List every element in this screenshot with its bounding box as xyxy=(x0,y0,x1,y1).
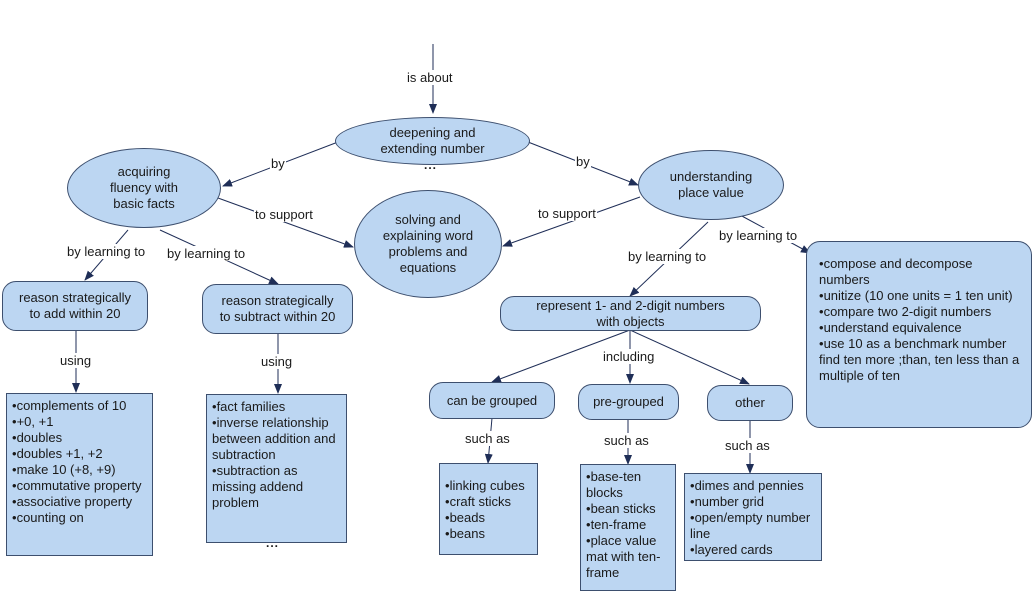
link-label-such-as-2: such as xyxy=(603,433,650,448)
list-item: inverse relationship between addition an… xyxy=(212,415,342,463)
node-acquiring-fluency[interactable]: acquiring fluency with basic facts xyxy=(67,148,221,228)
list-item: craft sticks xyxy=(445,494,533,510)
bullet-list: base-ten blocks bean sticks ten-frame pl… xyxy=(586,469,671,581)
node-grouped-items-list[interactable]: linking cubes craft sticks beads beans xyxy=(439,463,538,555)
link-label-such-as-1: such as xyxy=(464,431,511,446)
expand-more-indicator[interactable]: ... xyxy=(266,536,280,550)
node-text: deepening and extending number xyxy=(380,125,485,156)
list-item: complements of 10 xyxy=(12,398,148,414)
link-label-to-support-right: to support xyxy=(537,206,597,221)
node-text: reason strategically to add within 20 xyxy=(19,290,131,321)
trailing-text: find ten more ;than, ten less than a mul… xyxy=(819,352,1020,383)
list-item: make 10 (+8, +9) xyxy=(12,462,148,478)
list-item: bean sticks xyxy=(586,501,671,517)
list-item: ten-frame xyxy=(586,517,671,533)
list-item: counting on xyxy=(12,510,148,526)
link-label-by-learning-to-4: by learning to xyxy=(718,228,799,243)
connector-including-3 xyxy=(629,329,750,385)
node-text: pre-grouped xyxy=(593,394,664,409)
list-item: layered cards xyxy=(690,542,817,558)
list-item: open/empty number line xyxy=(690,510,817,542)
link-label-using-2: using xyxy=(260,354,294,369)
list-item: +0, +1 xyxy=(12,414,148,430)
list-item: unitize (10 one units = 1 ten unit) xyxy=(819,288,1021,304)
list-item: understand equivalence xyxy=(819,320,1021,336)
node-text: can be grouped xyxy=(446,392,538,408)
connector-including-1 xyxy=(491,329,631,383)
node-can-be-grouped[interactable]: can be grouped xyxy=(429,382,555,419)
bullet-list: fact families inverse relationship betwe… xyxy=(212,399,342,511)
list-item: base-ten blocks xyxy=(586,469,671,501)
node-text: solving and explaining word problems and… xyxy=(382,212,474,275)
node-solving-word-problems[interactable]: solving and explaining word problems and… xyxy=(354,190,502,298)
link-label-by-learning-to-1: by learning to xyxy=(66,244,147,259)
link-label-to-support-left: to support xyxy=(254,207,314,222)
connector-to-support-right xyxy=(502,196,641,247)
list-item: beans xyxy=(445,526,533,542)
node-represent-numbers[interactable]: represent 1- and 2-digit numbers with ob… xyxy=(500,296,761,331)
link-label-by-learning-to-2: by learning to xyxy=(166,246,247,261)
bullet-list: complements of 10 +0, +1 doubles doubles… xyxy=(12,398,148,526)
list-item: place value mat with ten-frame xyxy=(586,533,671,581)
list-item: associative property xyxy=(12,494,148,510)
node-subtract-within-20[interactable]: reason strategically to subtract within … xyxy=(202,284,353,334)
list-item: number grid xyxy=(690,494,817,510)
link-label-by-right: by xyxy=(575,154,591,169)
node-place-value-skills-list[interactable]: compose and decompose numbers unitize (1… xyxy=(806,241,1032,428)
bullet-list: compose and decompose numbers unitize (1… xyxy=(819,256,1021,352)
node-pre-grouped[interactable]: pre-grouped xyxy=(578,384,679,420)
node-other-items-list[interactable]: dimes and pennies number grid open/empty… xyxy=(684,473,822,561)
list-item: linking cubes xyxy=(445,478,533,494)
link-label-such-as-3: such as xyxy=(724,438,771,453)
list-item: doubles +1, +2 xyxy=(12,446,148,462)
node-text: reason strategically to subtract within … xyxy=(219,293,336,324)
list-item: compose and decompose numbers xyxy=(819,256,1021,288)
node-deepening-extending-number[interactable]: deepening and extending number xyxy=(335,117,530,165)
list-item: commutative property xyxy=(12,478,148,494)
node-understanding-place-value[interactable]: understanding place value xyxy=(638,150,784,220)
connector-to-support-left xyxy=(217,197,354,248)
link-label-by-learning-to-3: by learning to xyxy=(627,249,708,264)
bullet-list: linking cubes craft sticks beads beans xyxy=(445,468,533,542)
list-item: compare two 2-digit numbers xyxy=(819,304,1021,320)
link-label-using-1: using xyxy=(59,353,93,368)
link-label-including: including xyxy=(602,349,656,364)
list-item: fact families xyxy=(212,399,342,415)
bullet-list: dimes and pennies number grid open/empty… xyxy=(690,478,817,558)
list-item: doubles xyxy=(12,430,148,446)
link-label-by-left: by xyxy=(270,156,286,171)
list-item: beads xyxy=(445,510,533,526)
list-item: use 10 as a benchmark number xyxy=(819,336,1021,352)
node-pregrouped-items-list[interactable]: base-ten blocks bean sticks ten-frame pl… xyxy=(580,464,676,591)
node-add-within-20[interactable]: reason strategically to add within 20 xyxy=(2,281,148,331)
node-other[interactable]: other xyxy=(707,385,793,421)
list-item: dimes and pennies xyxy=(690,478,817,494)
node-text: acquiring fluency with basic facts xyxy=(110,164,178,211)
expand-more-indicator[interactable]: ... xyxy=(424,158,438,172)
node-subtract-strategies-list[interactable]: fact families inverse relationship betwe… xyxy=(206,394,347,543)
link-label-is-about: is about xyxy=(406,70,454,85)
node-add-strategies-list[interactable]: complements of 10 +0, +1 doubles doubles… xyxy=(6,393,153,556)
node-text: understanding place value xyxy=(669,169,753,200)
node-text: other xyxy=(735,395,765,410)
node-text: represent 1- and 2-digit numbers with ob… xyxy=(536,297,725,329)
list-item: subtraction as missing addend problem xyxy=(212,463,342,511)
